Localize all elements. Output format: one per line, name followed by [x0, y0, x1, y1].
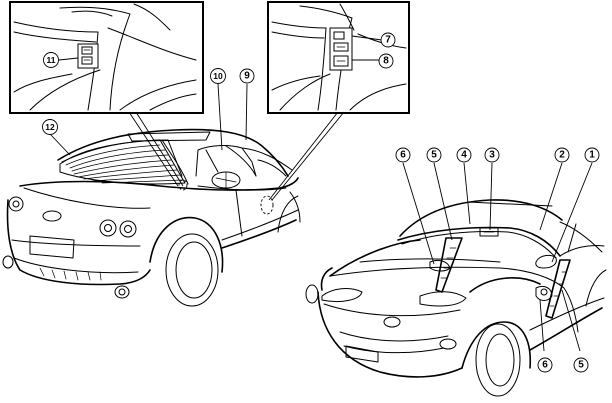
- callout-5-label: 5: [431, 150, 437, 161]
- callout-5-lower-label: 5: [578, 360, 584, 371]
- leader-10: [217, 83, 223, 151]
- callout-10: 10: [210, 68, 226, 84]
- rear-view-car: [2, 128, 301, 307]
- leader-3: [489, 162, 493, 231]
- pillar-switch-location-marker: [178, 179, 188, 191]
- leader-1: [551, 162, 593, 263]
- callout-3-label: 3: [489, 150, 495, 161]
- leader-right-inset: [268, 111, 339, 201]
- callout-1: 1: [584, 147, 600, 163]
- callout-6-lower-label: 6: [542, 360, 548, 371]
- callout-5: 5: [426, 147, 442, 163]
- callout-7-label: 7: [385, 35, 391, 46]
- callout-2-label: 2: [559, 150, 565, 161]
- callout-1-label: 1: [589, 150, 595, 161]
- callout-7: 7: [380, 32, 396, 48]
- leader-7: [351, 35, 383, 41]
- callout-9-label: 9: [244, 71, 250, 82]
- callout-5-lower: 5: [573, 357, 589, 373]
- leader-9: [245, 83, 248, 141]
- callout-4: 4: [456, 147, 472, 163]
- leader-6b: [539, 299, 545, 352]
- callout-3: 3: [484, 147, 500, 163]
- callout-4-label: 4: [461, 150, 467, 161]
- callout-12: 12: [42, 119, 58, 135]
- leader-12: [49, 133, 71, 156]
- callout-6: 6: [395, 147, 411, 163]
- front-view-car: [305, 199, 607, 397]
- callout-8-label: 8: [383, 56, 389, 67]
- door-switch-location-marker: [260, 195, 274, 215]
- callout-11: 11: [43, 52, 59, 68]
- leader-11: [58, 57, 79, 61]
- callout-10-label: 10: [213, 71, 223, 81]
- leader-6: [402, 162, 435, 265]
- leader-5: [433, 162, 453, 241]
- callout-8: 8: [378, 53, 394, 69]
- callout-6-lower: 6: [537, 357, 553, 373]
- inset-driver-switch-panel: [9, 1, 204, 114]
- callout-2: 2: [554, 147, 570, 163]
- callout-11-label: 11: [47, 55, 56, 65]
- leader-2: [539, 162, 563, 231]
- callout-9: 9: [239, 68, 255, 84]
- callout-6-label: 6: [400, 150, 406, 161]
- callout-12-label: 12: [45, 122, 55, 132]
- leader-left-inset: [135, 111, 184, 187]
- leader-5b: [561, 289, 581, 352]
- leader-4: [463, 162, 471, 225]
